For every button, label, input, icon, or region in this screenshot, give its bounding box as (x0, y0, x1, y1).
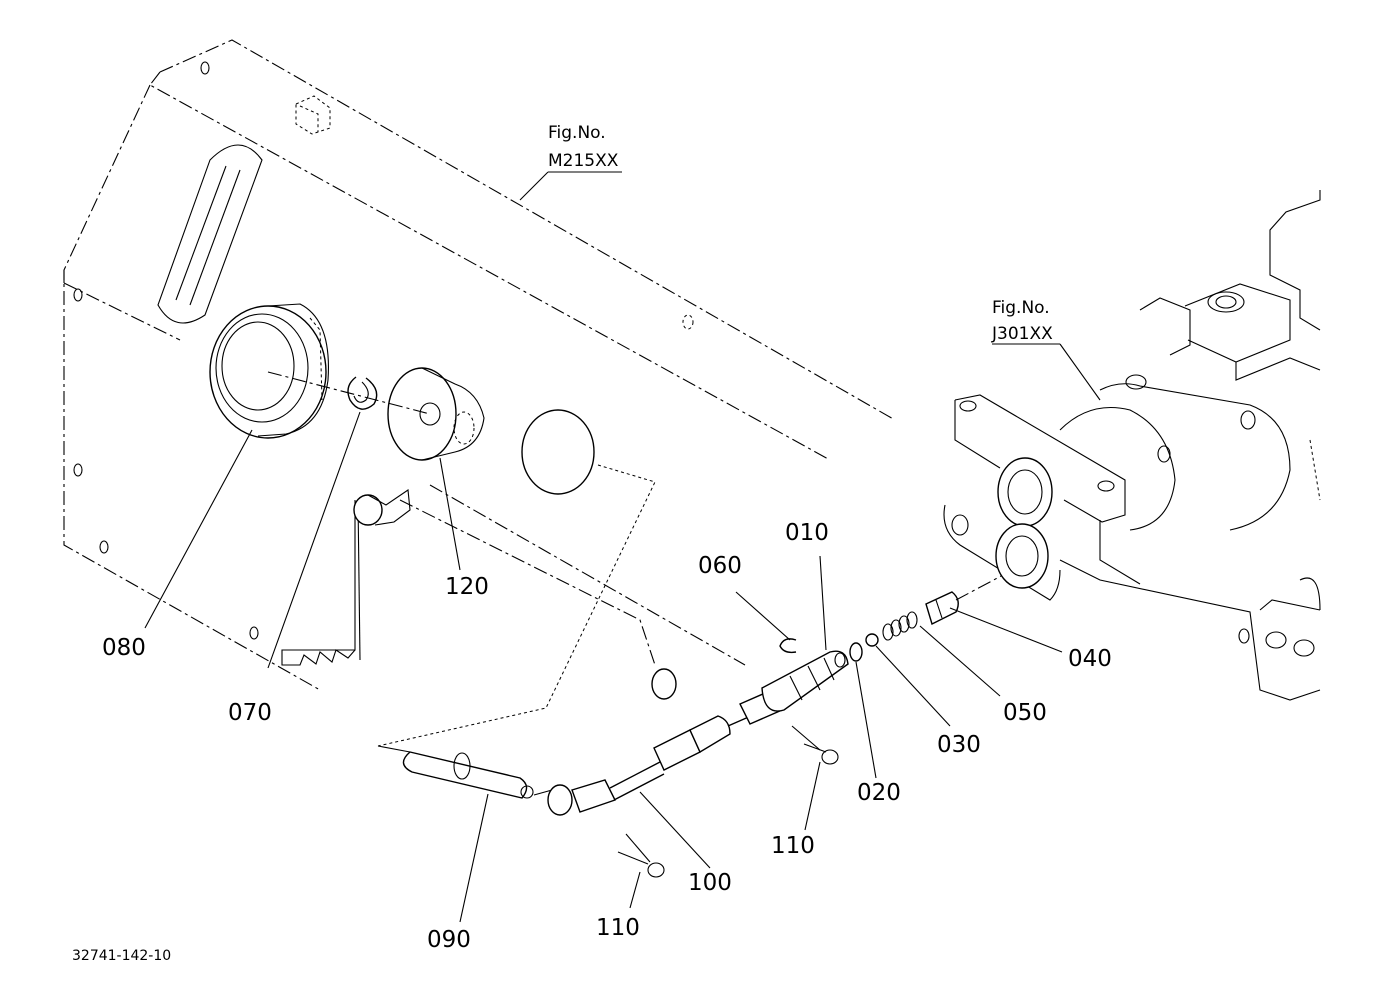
part-label-050: 050 (1003, 700, 1047, 726)
leader-lines (144, 171, 1101, 923)
part-label-100: 100 (688, 870, 732, 896)
cap-120 (377, 367, 656, 747)
plug-040 (925, 591, 959, 625)
clip-060 (779, 638, 797, 654)
ref-label-line1-m215: Fig.No. (548, 123, 606, 143)
axis-line (267, 371, 431, 415)
ball-030 (865, 633, 879, 647)
universal-shaft-100 (533, 689, 783, 816)
part-label-070: 070 (228, 700, 272, 726)
spool-010 (761, 650, 849, 712)
cotter-pin-110-upper (791, 725, 839, 765)
part-label-110-upper: 110 (771, 833, 815, 859)
lever-linkage (281, 484, 746, 700)
ref-label-line2-m215: M215XX (548, 151, 619, 171)
part-label-080: 080 (102, 635, 146, 661)
ref-label-line2-j301: J301XX (991, 324, 1053, 344)
ref-label-line1-j301: Fig.No. (992, 298, 1050, 318)
part-label-060: 060 (698, 553, 742, 579)
part-label-090: 090 (427, 927, 471, 953)
part-label-030: 030 (937, 732, 981, 758)
pump-body (943, 190, 1321, 701)
spring-050 (882, 611, 918, 641)
part-label-020: 020 (857, 780, 901, 806)
snap-ring-070 (347, 376, 378, 410)
part-label-010: 010 (785, 520, 829, 546)
part-label-040: 040 (1068, 646, 1112, 672)
o-ring-020 (849, 642, 863, 662)
pin-090 (377, 745, 534, 799)
oil-seal-080 (209, 303, 329, 439)
cotter-pin-110-lower (617, 833, 665, 878)
cover-plate-outline (63, 39, 896, 691)
part-label-110-lower: 110 (596, 915, 640, 941)
drawing-code: 32741-142-10 (72, 948, 171, 964)
part-label-120: 120 (445, 574, 489, 600)
